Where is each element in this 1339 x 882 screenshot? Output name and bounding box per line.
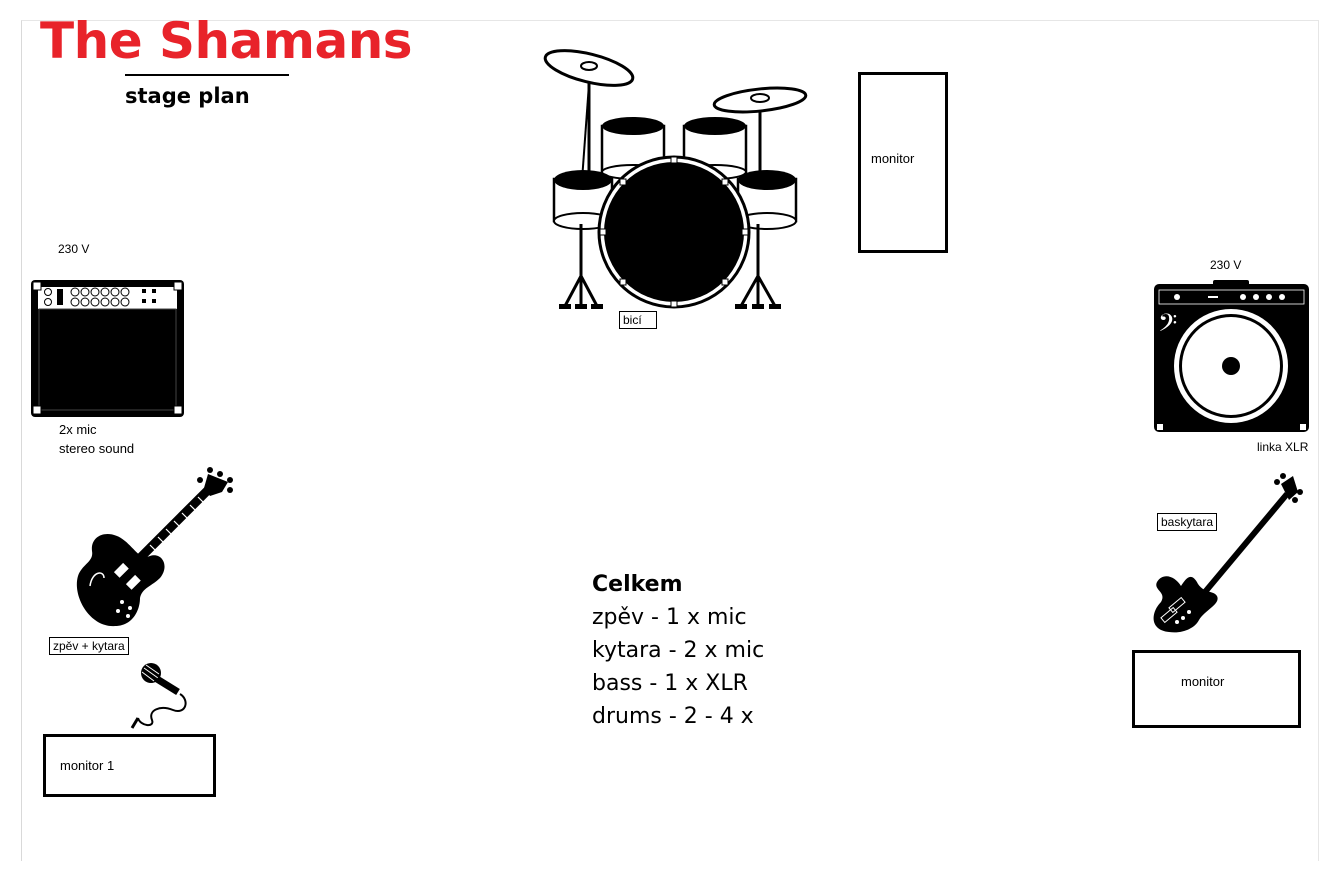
monitor-top: monitor bbox=[858, 72, 948, 253]
bass-label: baskytara bbox=[1157, 513, 1218, 531]
bass-guitar-icon bbox=[1153, 473, 1303, 633]
drum-kit-icon bbox=[543, 49, 808, 309]
guitar-label: zpěv + kytara bbox=[49, 637, 129, 655]
monitor-right: monitor bbox=[1132, 650, 1301, 728]
power-label-left: 230 V bbox=[58, 242, 90, 256]
svg-text:𝄢: 𝄢 bbox=[1158, 309, 1177, 344]
summary-line-bass: bass - 1 x XLR bbox=[592, 671, 748, 696]
left-amp-stereo-label: stereo sound bbox=[59, 441, 135, 456]
summary-heading: Celkem bbox=[592, 572, 683, 597]
drums-label: bicí bbox=[619, 311, 657, 329]
monitor-top-label: monitor bbox=[871, 151, 915, 166]
microphone-icon bbox=[130, 663, 187, 729]
monitor-left: monitor 1 bbox=[43, 734, 216, 797]
monitor-left-label: monitor 1 bbox=[60, 758, 115, 773]
bass-amp-icon: 𝄢 bbox=[1154, 280, 1309, 432]
summary-line-vocals: zpěv - 1 x mic bbox=[592, 605, 747, 630]
right-amp-xlr-label: linka XLR bbox=[1257, 440, 1309, 454]
title-underline bbox=[125, 74, 289, 76]
power-label-right: 230 V bbox=[1210, 258, 1242, 272]
summary-line-drums: drums - 2 - 4 x bbox=[592, 704, 754, 729]
guitar-amp-icon bbox=[31, 280, 184, 417]
channel-summary: Celkem zpěv - 1 x mic kytara - 2 x mic b… bbox=[592, 568, 764, 733]
summary-line-guitar: kytara - 2 x mic bbox=[592, 638, 765, 663]
band-title: The Shamans bbox=[40, 12, 413, 70]
left-amp-mic-label: 2x mic bbox=[59, 422, 97, 437]
electric-guitar-icon bbox=[76, 467, 233, 627]
stage-plan-subtitle: stage plan bbox=[125, 84, 250, 108]
monitor-right-label: monitor bbox=[1181, 674, 1225, 689]
stage-canvas bbox=[21, 20, 1319, 861]
